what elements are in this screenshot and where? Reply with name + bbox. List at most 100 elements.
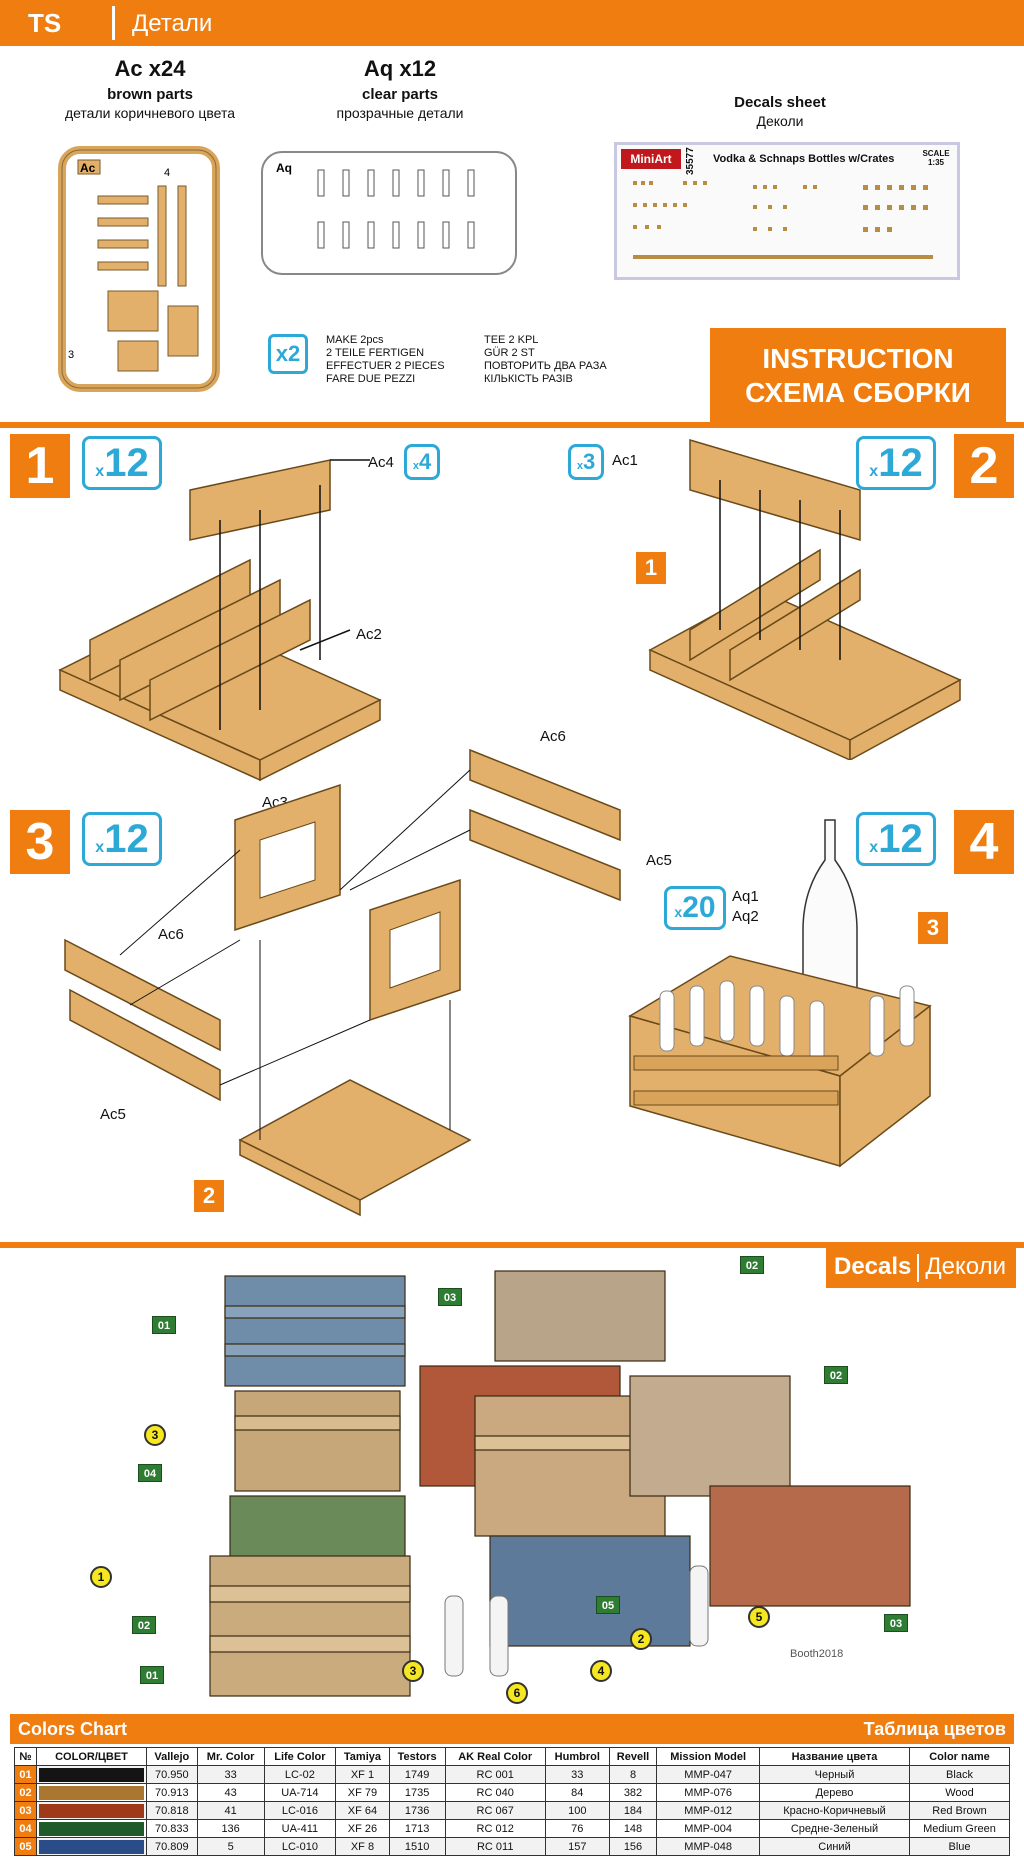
step-1-label-ac4: Ac4 (368, 454, 394, 471)
table-cell: 70.818 (146, 1801, 198, 1820)
color-swatch (36, 1765, 147, 1784)
svg-text:Aq: Aq (276, 161, 292, 175)
sprue-aq-drawing: Aq (261, 151, 517, 275)
table-cell: 70.809 (146, 1837, 198, 1856)
step-3-drawing (64, 748, 621, 1217)
col-header: Color name (909, 1747, 1010, 1766)
table-cell: MMP-004 (656, 1819, 760, 1838)
table-cell: Дерево (759, 1783, 910, 1802)
col-header: Revell (608, 1747, 658, 1766)
table-cell: Средне-Зеленый (759, 1819, 910, 1838)
table-cell: LC-02 (263, 1765, 337, 1784)
step-3-label-ac6-top: Ac6 (540, 728, 566, 745)
instruction-banner: INSTRUCTION СХЕМА СБОРКИ (710, 328, 1006, 424)
table-cell: 1735 (388, 1783, 446, 1802)
table-cell: UA-714 (263, 1783, 337, 1802)
table-cell: MMP-012 (656, 1801, 760, 1820)
table-cell: 184 (608, 1801, 658, 1820)
decal-code: 35577 (685, 147, 696, 175)
color-swatch-fill (39, 1785, 144, 1800)
table-cell: LC-016 (263, 1801, 337, 1820)
color-swatch (36, 1819, 147, 1838)
step-2-drawing (648, 438, 962, 760)
part-aq-name: Aq x12 (363, 56, 437, 81)
photo-tag-green: 01 (152, 1316, 176, 1334)
color-number: 01 (14, 1765, 37, 1784)
table-cell: UA-411 (263, 1819, 337, 1838)
photo-tag-green: 02 (132, 1616, 156, 1634)
part-ac-name: Ac x24 (114, 56, 186, 81)
decal-brand-logo: MiniArt (621, 149, 681, 169)
table-cell: LC-010 (263, 1837, 337, 1856)
section-divider-2 (0, 1242, 1024, 1248)
step-1-sub-multiplier: x4 (404, 444, 440, 480)
table-cell: Red Brown (909, 1801, 1010, 1820)
step-2-label-ac1: Ac1 (612, 452, 638, 469)
color-swatch (36, 1801, 147, 1820)
photo-tag-green: 03 (884, 1614, 908, 1632)
table-cell: 1749 (388, 1765, 446, 1784)
table-cell: 156 (608, 1837, 658, 1856)
table-cell: 136 (196, 1819, 265, 1838)
decal-sheet-preview: MiniArt 35577 Vodka & Schnaps Bottles w/… (614, 142, 960, 280)
photo-tag-green: 02 (740, 1256, 764, 1274)
color-swatch-fill (39, 1839, 144, 1854)
photo-tag-yellow: 3 (402, 1660, 424, 1682)
table-cell: Black (909, 1765, 1010, 1784)
crates-photo-illustration (209, 1270, 911, 1697)
photo-tag-green: 01 (140, 1666, 164, 1684)
color-swatch-fill (39, 1821, 144, 1836)
col-header: AK Real Color (444, 1747, 546, 1766)
step-1-drawing (58, 459, 382, 782)
top-header-bar: TS Детали (0, 0, 1024, 46)
table-cell: MMP-076 (656, 1783, 760, 1802)
table-cell: 70.950 (146, 1765, 198, 1784)
svg-text:Ac: Ac (80, 161, 96, 175)
colors-chart-bar: Colors Chart Таблица цветов (10, 1714, 1014, 1744)
table-cell: RC 040 (444, 1783, 546, 1802)
col-header: Vallejo (146, 1747, 198, 1766)
table-cell: 33 (196, 1765, 265, 1784)
table-cell: 43 (196, 1783, 265, 1802)
color-swatch (36, 1783, 147, 1802)
step-4-label-aq2: Aq2 (732, 908, 759, 925)
colors-chart-title-ru: Таблица цветов (863, 1719, 1006, 1739)
table-cell: 70.913 (146, 1783, 198, 1802)
part-ac-en: brown parts (107, 86, 193, 103)
colors-chart-title-en: Colors Chart (18, 1719, 128, 1739)
table-cell: MMP-047 (656, 1765, 760, 1784)
photo-tag-yellow: 2 (630, 1628, 652, 1650)
table-cell: RC 067 (444, 1801, 546, 1820)
step-2-ref-box: 1 (636, 552, 666, 584)
decal-scale: SCALE 1:35 (922, 149, 950, 167)
table-cell: 41 (196, 1801, 265, 1820)
col-header: COLOR/ЦВЕТ (36, 1747, 147, 1766)
col-header: № (14, 1747, 37, 1766)
part-ac-ru: детали коричневого цвета (64, 105, 236, 121)
step-2-sub-multiplier: x3 (568, 444, 604, 480)
table-cell: MMP-048 (656, 1837, 760, 1856)
color-swatch-fill (39, 1767, 144, 1782)
photo-tag-yellow: 3 (144, 1424, 166, 1446)
svg-text:4: 4 (164, 167, 170, 179)
decals-sheet-header: Decals sheet Деколи (700, 90, 860, 129)
step-3-multiplier: x12 (82, 812, 162, 866)
table-cell: Красно-Коричневый (759, 1801, 910, 1820)
photo-tag-yellow: 6 (506, 1682, 528, 1704)
col-header: Humbrol (544, 1747, 610, 1766)
step-1-number: 1 (10, 434, 70, 498)
table-cell: 382 (608, 1783, 658, 1802)
color-number: 05 (14, 1837, 37, 1856)
decals-banner-ru: Деколи (925, 1253, 1006, 1280)
color-swatch (36, 1837, 147, 1856)
col-header: Testors (388, 1747, 446, 1766)
table-cell: 1736 (388, 1801, 446, 1820)
part-aq-en: clear parts (362, 86, 438, 103)
photo-tag-green: 02 (824, 1366, 848, 1384)
table-cell: XF 26 (335, 1819, 390, 1838)
colors-header-row: № COLOR/ЦВЕТ Vallejo Mr. Color Life Colo… (14, 1747, 1010, 1766)
photo-tag-yellow: 4 (590, 1660, 612, 1682)
table-cell: 100 (544, 1801, 610, 1820)
